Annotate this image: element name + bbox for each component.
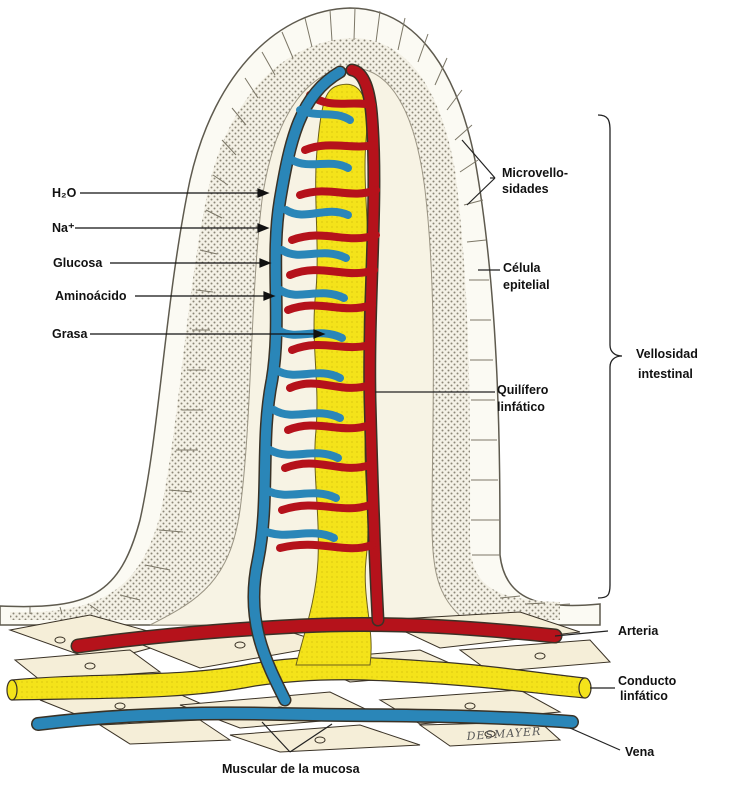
label-vein: Vena bbox=[625, 745, 655, 759]
bottom-label-group: Muscular de la mucosa bbox=[222, 762, 361, 776]
label-microvilli-1: Microvello- bbox=[502, 166, 568, 180]
artist-signature: DESMAYER bbox=[465, 725, 541, 743]
label-lymph-duct-1: Conducto bbox=[618, 674, 677, 688]
right-label-group: Microvello- sidades Célula epitelial Vel… bbox=[497, 166, 698, 759]
left-label-group: H₂O Na⁺ Glucosa Aminoácido Grasa bbox=[52, 186, 127, 341]
label-epithelial-1: Célula bbox=[503, 261, 542, 275]
label-villus-2: intestinal bbox=[638, 367, 693, 381]
label-muscularis-mucosae: Muscular de la mucosa bbox=[222, 762, 361, 776]
label-water: H₂O bbox=[52, 186, 77, 200]
label-glucose: Glucosa bbox=[53, 256, 103, 270]
label-amino-acid: Aminoácido bbox=[55, 289, 127, 303]
arterial-network bbox=[70, 63, 563, 654]
leader-lines bbox=[261, 139, 621, 753]
input-arrows bbox=[75, 188, 326, 339]
label-lymph-duct-2: linfático bbox=[620, 689, 668, 703]
label-villus-1: Vellosidad bbox=[636, 347, 698, 361]
venous-network bbox=[31, 65, 579, 731]
label-lacteal-1: Quilífero bbox=[497, 383, 549, 397]
epithelium-cell-lines bbox=[29, 7, 571, 615]
label-microvilli-2: sidades bbox=[502, 182, 549, 196]
label-lacteal-2: linfático bbox=[497, 400, 545, 414]
label-artery: Arteria bbox=[618, 624, 659, 638]
label-fat: Grasa bbox=[52, 327, 88, 341]
label-sodium: Na⁺ bbox=[52, 221, 75, 235]
villus-brace bbox=[597, 114, 623, 599]
label-epithelial-2: epitelial bbox=[503, 278, 550, 292]
